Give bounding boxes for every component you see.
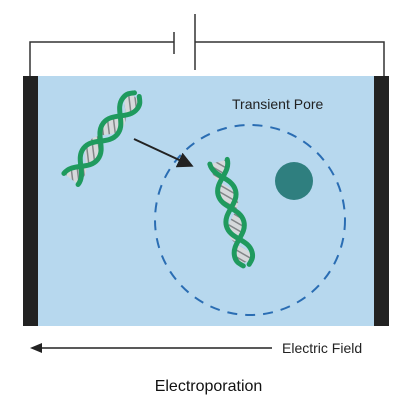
conductive-medium [30, 76, 385, 326]
transient-pore [154, 124, 346, 316]
arrow-left-icon [30, 343, 272, 353]
right-electrode [374, 76, 389, 326]
left-electrode [23, 76, 38, 326]
cell-particle [275, 162, 313, 200]
transient-pore-label: Transient Pore [232, 96, 324, 112]
dna-helix-icon [207, 156, 256, 269]
circuit-wire [29, 41, 385, 76]
dna-helix-icon [61, 90, 143, 188]
electric-field-label: Electric Field [282, 340, 363, 356]
movement-arrow [133, 138, 194, 168]
battery-icon [173, 14, 196, 70]
diagram-title: Electroporation [154, 378, 263, 395]
